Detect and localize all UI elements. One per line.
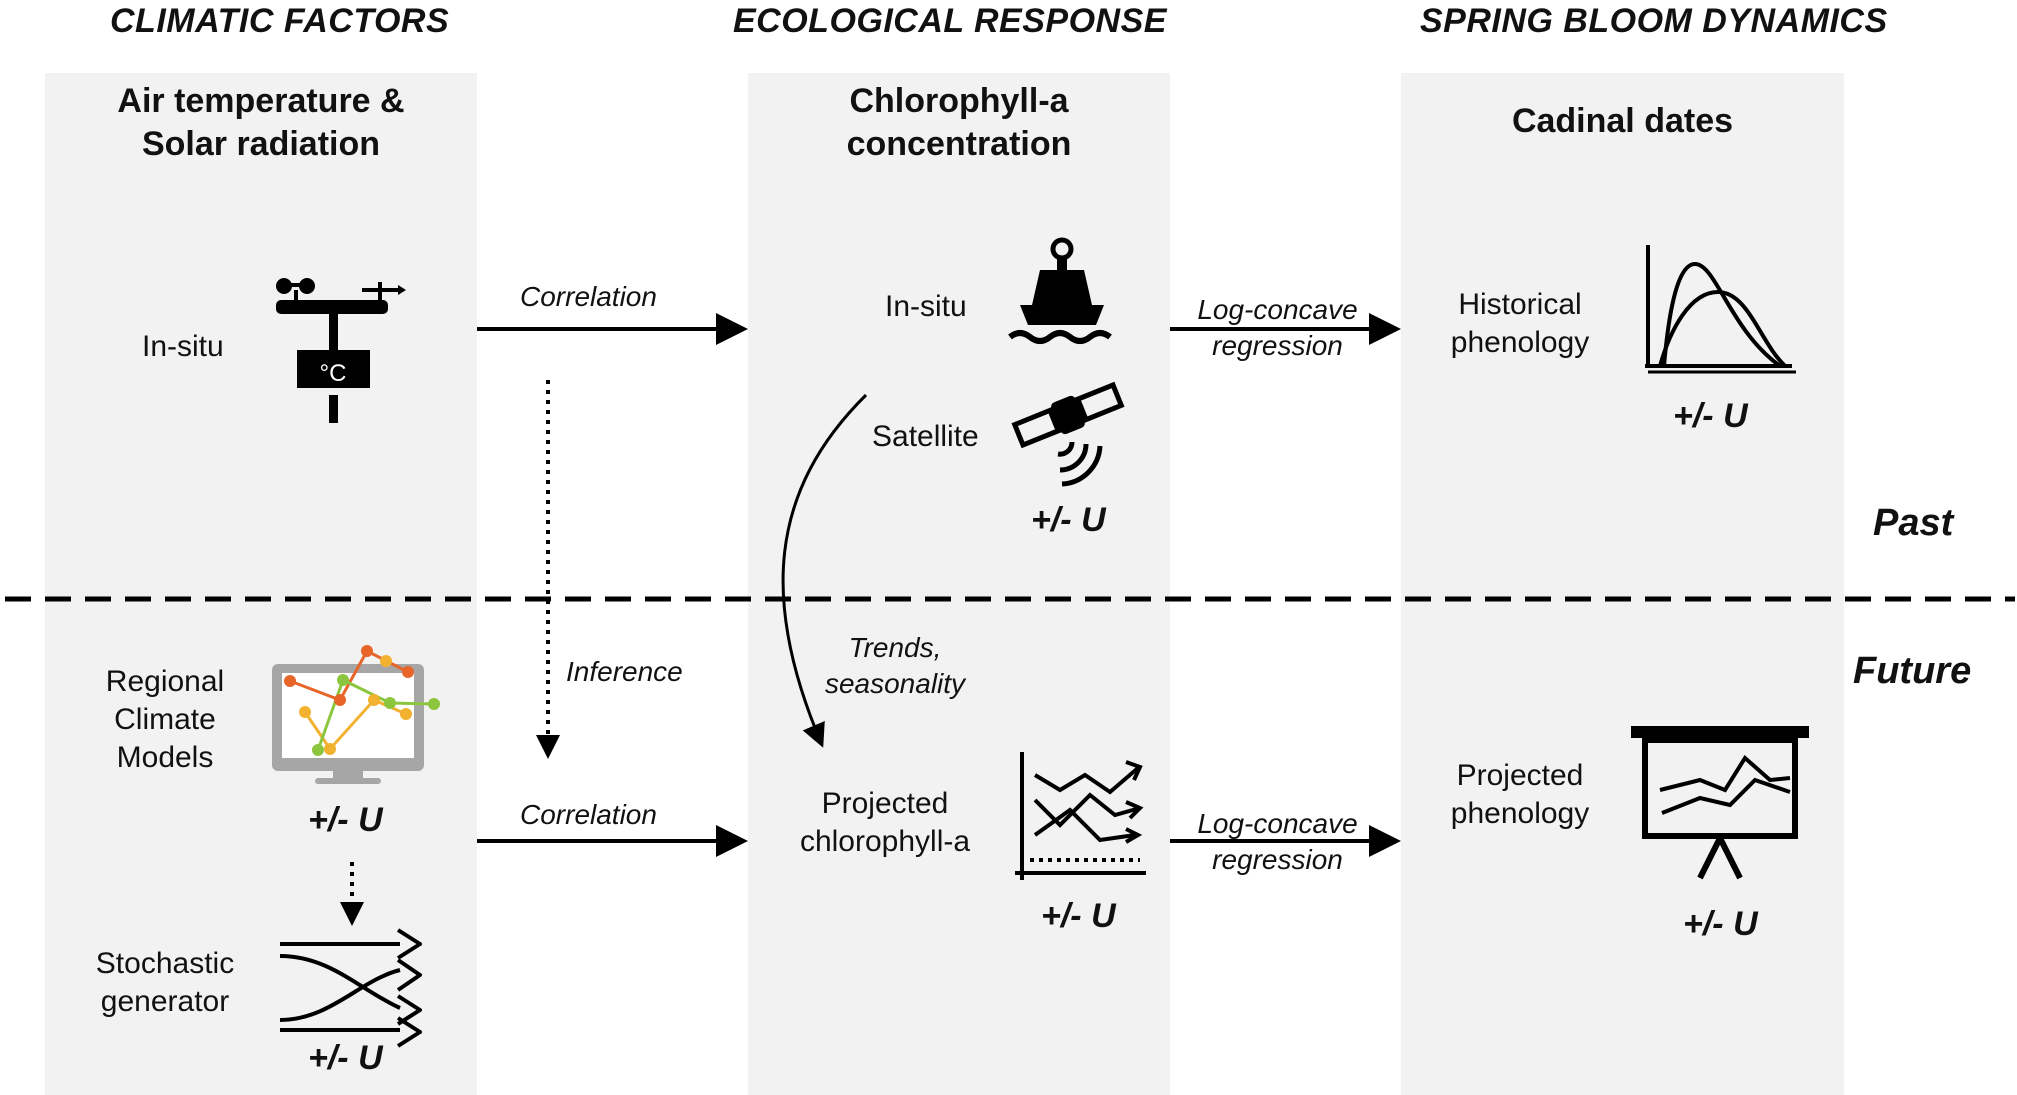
climatic-panel xyxy=(45,73,477,1095)
projected-chart-icon xyxy=(1015,752,1146,880)
climatic-box-title: Air temperature &Solar radiation xyxy=(117,82,405,163)
spring-panel xyxy=(1401,73,1844,1095)
uncertainty-projected-phenology: +/- U xyxy=(1683,905,1758,943)
insitu-chl-label: In-situ xyxy=(885,290,967,323)
inference-label: Inference xyxy=(566,656,683,687)
stochastic-arrows-icon xyxy=(279,928,422,1048)
header-spring-bloom-dynamics: SPRING BLOOM DYNAMICS xyxy=(1420,2,1888,40)
uncertainty-historical: +/- U xyxy=(1673,397,1748,435)
future-label: Future xyxy=(1853,650,1972,692)
past-label: Past xyxy=(1873,502,1954,544)
spring-box-title: Cadinal dates xyxy=(1511,102,1734,140)
ecological-panel xyxy=(748,73,1170,1095)
satellite-icon xyxy=(1011,381,1125,487)
svg-text:°C: °C xyxy=(320,360,347,387)
header-ecological-response: ECOLOGICAL RESPONSE xyxy=(733,2,1167,40)
correlation-top-label: Correlation xyxy=(520,281,657,312)
header-climatic-factors: CLIMATIC FACTORS xyxy=(110,2,450,40)
uncertainty-satellite: +/- U xyxy=(1031,501,1106,539)
presentation-board-icon xyxy=(1631,726,1809,880)
trends-curve-arrow xyxy=(781,393,868,748)
correlation-bottom-label: Correlation xyxy=(520,799,657,830)
satellite-label: Satellite xyxy=(872,420,979,453)
weather-station-icon: °C xyxy=(276,278,406,423)
climate-monitor-icon xyxy=(272,645,440,784)
trends-seasonality-label: Trends,seasonality xyxy=(824,632,966,699)
phenology-curve-icon xyxy=(1645,245,1796,374)
uncertainty-stochastic: +/- U xyxy=(308,1039,383,1077)
uncertainty-projected-chl: +/- U xyxy=(1041,897,1116,935)
buoy-icon xyxy=(1008,237,1112,344)
uncertainty-rcm: +/- U xyxy=(308,801,383,839)
insitu-climate-label: In-situ xyxy=(142,330,224,363)
